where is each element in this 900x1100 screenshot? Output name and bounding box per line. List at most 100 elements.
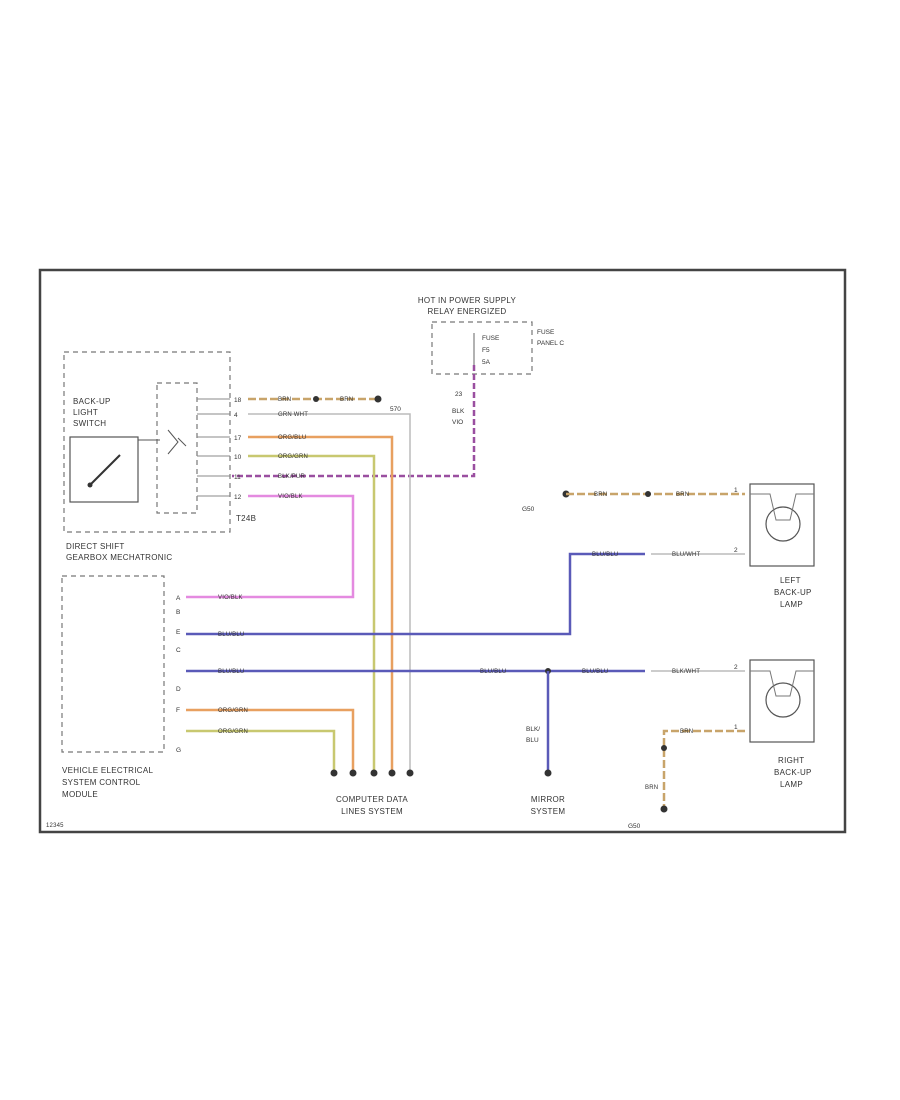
vesc-pin-f: F <box>176 707 180 714</box>
switch-label-2: LIGHT <box>73 408 98 417</box>
fuse-label-3: 5A <box>482 359 491 366</box>
left-lamp-body <box>749 483 815 567</box>
left-lamp-bulb <box>765 506 801 542</box>
left-lamp-pin-1: 1 <box>734 487 738 494</box>
diagram-frame <box>38 268 847 834</box>
left-lamp-label-2: BACK-UP <box>774 588 812 597</box>
mirror-label-2: SYSTEM <box>531 807 566 816</box>
wire-label-brn-3: BRN <box>594 492 607 498</box>
wire-label-blk-pur: BLK/PUR <box>278 474 306 480</box>
right-lamp-label-3: LAMP <box>780 780 803 789</box>
wire-label-org-blu: ORG/BLU <box>278 435 306 441</box>
wire-label-brn-5: BRN <box>680 729 693 735</box>
right-lamp-filament <box>750 670 814 697</box>
vesc-pin-d: D <box>176 686 181 693</box>
ground-bottom-point <box>660 805 668 813</box>
backup-switch-lever <box>89 454 121 486</box>
fuse-panel-label-1: FUSE <box>537 329 555 336</box>
vesc-pin-g: G <box>176 747 181 754</box>
dsg-label-2: GEARBOX MECHATRONIC <box>66 553 172 562</box>
mirror-terminal <box>544 769 552 777</box>
wire-vesc-org-grn-1 <box>186 708 355 770</box>
wire-label-blu-blu-5: BLU/BLU <box>582 669 608 675</box>
ground-bottom-label: G50 <box>628 823 641 830</box>
wire-label-vio-blk-2: VIO/BLK <box>218 595 243 601</box>
splice-dot-2 <box>374 395 382 403</box>
fuse-ref-23: 23 <box>455 391 463 398</box>
right-lamp-label-2: BACK-UP <box>774 768 812 777</box>
left-lamp-pin-2: 2 <box>734 547 738 554</box>
left-lamp-label-1: LEFT <box>780 576 801 585</box>
cdl-terminals <box>330 769 414 777</box>
wire-label-org-grn: ORG/GRN <box>278 454 308 460</box>
dsg-label-1: DIRECT SHIFT <box>66 542 125 551</box>
right-lamp-bulb <box>765 682 801 718</box>
left-lamp-label-3: LAMP <box>780 600 803 609</box>
vesc-label-3: MODULE <box>62 790 98 799</box>
cdl-label-1: COMPUTER DATA <box>336 795 408 804</box>
ground-top-label: G50 <box>522 506 535 513</box>
dsg-pin-6: 12 <box>234 494 242 501</box>
vesc-module-box <box>61 575 165 753</box>
wire-label-brn-6: BRN <box>645 785 658 791</box>
wire-label-blu-blu-2: BLU/BLU <box>592 552 618 558</box>
wire-dsg-grn-wht <box>248 413 411 770</box>
ref-570-label: 570 <box>390 406 401 413</box>
splice-dot-left-lamp <box>645 491 651 497</box>
wire-label-blk-blu-1: BLK/ <box>526 726 540 733</box>
switch-transistor <box>167 429 179 455</box>
vesc-pin-a: A <box>176 595 181 602</box>
vesc-label-2: SYSTEM CONTROL <box>62 778 141 787</box>
dsg-pin-3: 17 <box>234 435 242 442</box>
wire-label-blu-blu-3: BLU/BLU <box>218 669 244 675</box>
wire-label-brn-4: BRN <box>676 492 689 498</box>
right-lamp-body <box>749 659 815 743</box>
vesc-pin-c: C <box>176 647 181 654</box>
fuse-wire-vio: VIO <box>452 419 463 426</box>
wire-label-grn-wht: GRN WHT <box>278 412 308 418</box>
fuse-panel-label-2: PANEL C <box>537 340 564 347</box>
wire-label-blk-blu-2: BLU <box>526 737 539 744</box>
wire-label-brn-1: BRN <box>278 397 291 403</box>
fuse-wire-blk: BLK <box>452 408 465 415</box>
wire-right-lamp-brn <box>662 729 745 809</box>
wire-blu-left-lamp <box>186 552 645 636</box>
splice-dot-right-lamp <box>661 745 667 751</box>
switch-internal-box <box>156 382 198 514</box>
backup-switch-contact <box>87 482 93 488</box>
mechatronic-box <box>63 351 231 533</box>
mirror-label-1: MIRROR <box>531 795 565 804</box>
right-lamp-label-1: RIGHT <box>778 756 804 765</box>
wire-dsg-org-grn <box>248 454 376 770</box>
vesc-pin-e: E <box>176 629 181 636</box>
dsg-pin-stubs <box>197 398 230 497</box>
wire-vesc-org-grn-2 <box>186 729 336 770</box>
wire-fuse-feed <box>232 365 476 478</box>
wire-label-blu-wht-1: BLU/WHT <box>672 552 701 558</box>
connector-t24b-label: T24B <box>236 514 256 523</box>
left-lamp-filament <box>750 493 814 521</box>
vesc-pin-b: B <box>176 609 180 616</box>
hot-supply-label-1: HOT IN POWER SUPPLY <box>418 296 517 305</box>
wire-label-blk-wht: BLK/WHT <box>672 669 700 675</box>
dsg-pin-1: 18 <box>234 397 242 404</box>
fuse-box <box>431 321 533 375</box>
dsg-pin-5: 11 <box>234 474 241 481</box>
right-lamp-pin-1: 1 <box>734 724 738 731</box>
hot-supply-label-2: RELAY ENERGIZED <box>428 307 507 316</box>
right-lamp-pin-2: 2 <box>734 664 738 671</box>
wire-dsg-org-blu <box>248 435 394 770</box>
vesc-label-1: VEHICLE ELECTRICAL <box>62 766 153 775</box>
fuse-label-2: F5 <box>482 347 490 354</box>
splice-dot-1 <box>313 396 319 402</box>
wire-label-org-grn-3: ORG/GRN <box>218 729 248 735</box>
switch-transistor-base <box>177 437 187 447</box>
wire-dsg-vio-blk <box>186 494 355 599</box>
wire-label-org-grn-2: ORG/GRN <box>218 708 248 714</box>
dsg-pin-4: 10 <box>234 454 242 461</box>
cdl-label-2: LINES SYSTEM <box>341 807 403 816</box>
wire-label-blu-blu-1: BLU/BLU <box>218 632 244 638</box>
dsg-pin-2: 4 <box>234 412 238 419</box>
wire-label-brn-2: BRN <box>340 397 353 403</box>
